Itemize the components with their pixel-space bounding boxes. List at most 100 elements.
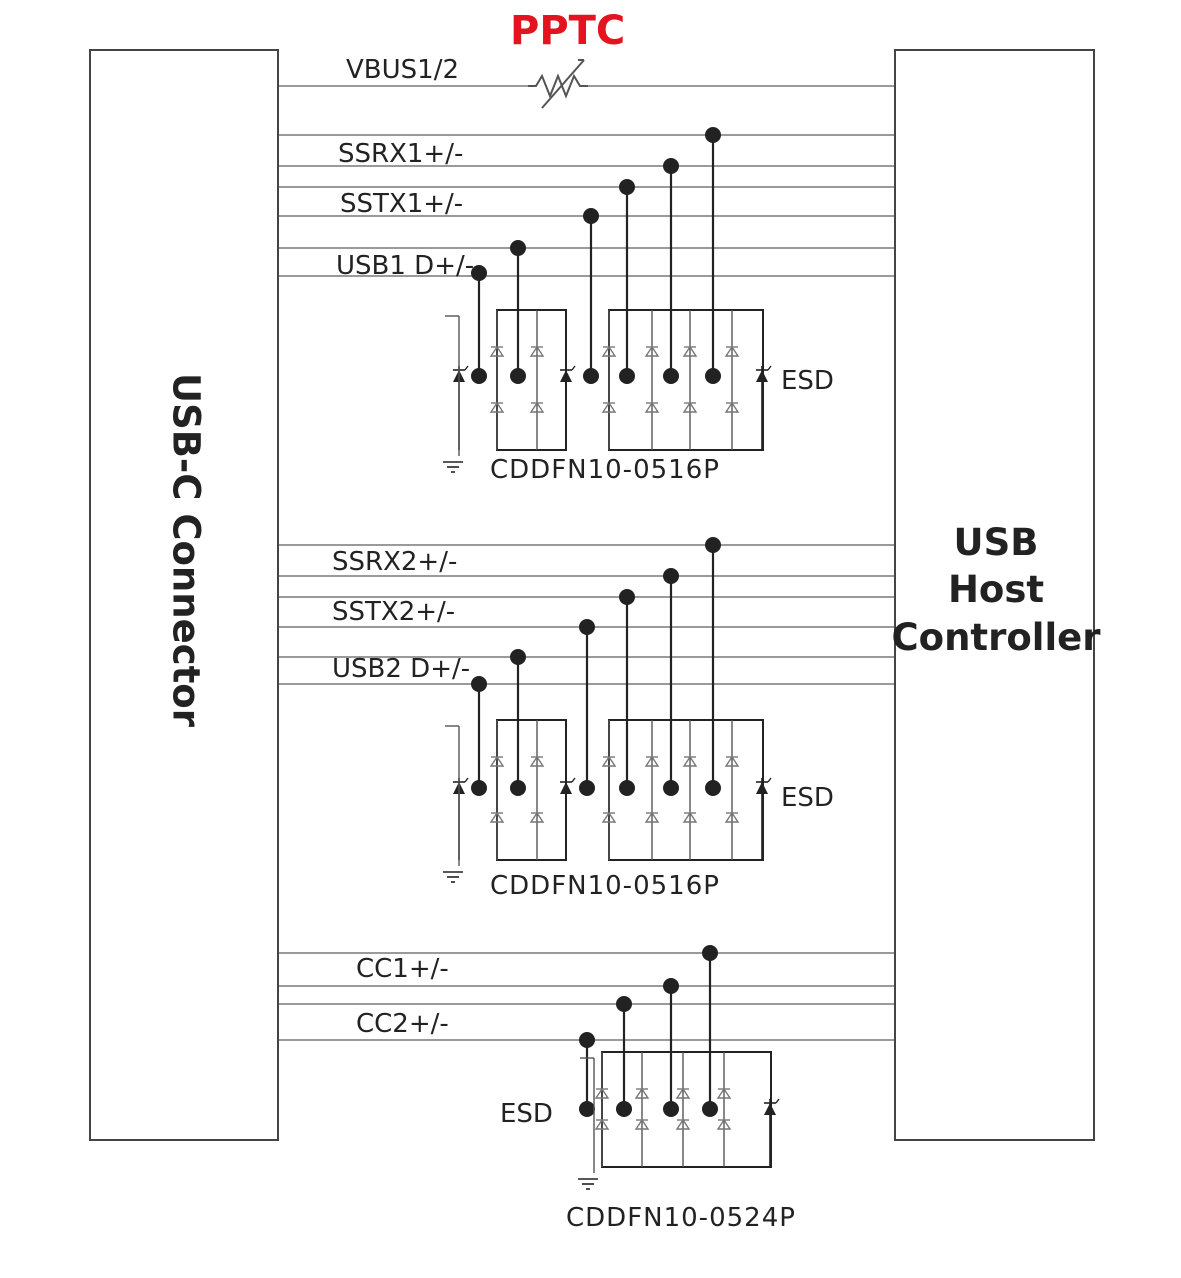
- esd3-node-dot-3: [702, 1101, 718, 1117]
- esd2-diode-top-5: [724, 755, 740, 767]
- esd2-diode-bot-3: [644, 811, 660, 823]
- esd2-tvs-1: [560, 782, 572, 794]
- esd3-node-dot-2: [663, 1101, 679, 1117]
- esd3-tvs-0: [764, 1103, 776, 1115]
- esd2-box-0: [496, 719, 567, 861]
- esd-label-1: ESD: [781, 366, 834, 396]
- esd1-diode-bot-0: [489, 401, 505, 413]
- esd2-diode-bot-5: [724, 811, 740, 823]
- esd2-node-dot-2: [579, 780, 595, 796]
- esd3-diode-bot-0: [594, 1118, 610, 1130]
- esd1-tap-dot-5: [705, 127, 721, 143]
- esd1-tvs-0-tip: [464, 365, 469, 371]
- esd3-node-dot-0: [579, 1101, 595, 1117]
- pptc-label: PPTC: [510, 8, 625, 54]
- esd1-diode-bot-3: [644, 401, 660, 413]
- esd3-tvs-0-tip: [775, 1098, 780, 1104]
- esd2-tap-dot-4: [663, 568, 679, 584]
- esd1-tvs-2: [756, 370, 768, 382]
- esd3-tap-dot-1: [616, 996, 632, 1012]
- esd2-tap-dot-5: [705, 537, 721, 553]
- esd2-diode-top-2: [601, 755, 617, 767]
- esd1-tap-dot-1: [510, 240, 526, 256]
- esd2-diode-top-0: [489, 755, 505, 767]
- esd1-diode-top-2: [601, 345, 617, 357]
- esd2-tap-dot-3: [619, 589, 635, 605]
- esd1-tap-dot-0: [471, 265, 487, 281]
- esd1-node-dot-5: [705, 368, 721, 384]
- esd1-tvs-2-tip: [767, 365, 772, 371]
- ssrx1-label: SSRX1+/-: [338, 139, 463, 169]
- esd2-tap-dot-0: [471, 676, 487, 692]
- usb-c-connector-box: [89, 49, 279, 1141]
- part-number-1: CDDFN10-0516P: [490, 455, 720, 485]
- esd1-tap-dot-4: [663, 158, 679, 174]
- host-label-line-3: Controller: [892, 616, 1102, 659]
- usb1-label: USB1 D+/-: [336, 251, 474, 281]
- cc1-label: CC1+/-: [356, 954, 449, 984]
- esd3-diode-bot-3: [716, 1118, 732, 1130]
- esd3-tap-dot-2: [663, 978, 679, 994]
- esd2-tap-dot-2: [579, 619, 595, 635]
- esd3-tap-dot-0: [579, 1032, 595, 1048]
- esd2-diode-bot-2: [601, 811, 617, 823]
- esd2-node-dot-0: [471, 780, 487, 796]
- esd1-diode-top-0: [489, 345, 505, 357]
- esd2-diode-top-1: [529, 755, 545, 767]
- esd-label-3: ESD: [500, 1099, 553, 1129]
- esd2-tap-dot-1: [510, 649, 526, 665]
- part-number-3: CDDFN10-0524P: [566, 1203, 796, 1233]
- usb2-label: USB2 D+/-: [332, 654, 470, 684]
- esd1-diode-top-4: [682, 345, 698, 357]
- esd1-tap-dot-2: [583, 208, 599, 224]
- esd3-diode-bot-1: [634, 1118, 650, 1130]
- esd1-node-dot-1: [510, 368, 526, 384]
- esd1-diode-top-5: [724, 345, 740, 357]
- esd1-node-dot-3: [619, 368, 635, 384]
- host-label-line-1: USB: [954, 521, 1039, 564]
- esd1-tvs-1-tip: [571, 365, 576, 371]
- esd3-diode-top-3: [716, 1087, 732, 1099]
- esd1-diode-top-1: [529, 345, 545, 357]
- usb-c-connector-label: USB-C Connector: [165, 373, 208, 728]
- esd2-node-dot-4: [663, 780, 679, 796]
- vbus-label: VBUS1/2: [346, 55, 459, 85]
- esd3-node-dot-1: [616, 1101, 632, 1117]
- esd2-diode-bot-0: [489, 811, 505, 823]
- host-label-line-2: Host: [948, 568, 1044, 611]
- esd3-diode-top-2: [675, 1087, 691, 1099]
- esd1-node-dot-0: [471, 368, 487, 384]
- esd-circuits: [443, 127, 780, 1190]
- esd3-diode-bot-2: [675, 1118, 691, 1130]
- esd1-node-dot-2: [583, 368, 599, 384]
- ssrx2-label: SSRX2+/-: [332, 547, 457, 577]
- esd2-tvs-1-tip: [571, 777, 576, 783]
- part-number-2: CDDFN10-0516P: [490, 871, 720, 901]
- usb-host-controller-box: [894, 49, 1095, 1141]
- esd2-tvs-0-tip: [464, 777, 469, 783]
- esd2-tvs-2-tip: [767, 777, 772, 783]
- esd2-node-dot-3: [619, 780, 635, 796]
- esd1-tvs-1: [560, 370, 572, 382]
- cc2-label: CC2+/-: [356, 1009, 449, 1039]
- esd3-tap-dot-3: [702, 945, 718, 961]
- esd2-diode-bot-1: [529, 811, 545, 823]
- sstx2-label: SSTX2+/-: [332, 597, 455, 627]
- esd2-tvs-2: [756, 782, 768, 794]
- esd1-diode-bot-1: [529, 401, 545, 413]
- pptc-resistor: [528, 59, 588, 109]
- esd2-node-dot-1: [510, 780, 526, 796]
- esd1-diode-bot-5: [724, 401, 740, 413]
- esd1-diode-bot-2: [601, 401, 617, 413]
- esd1-box-0: [496, 309, 567, 451]
- sstx1-label: SSTX1+/-: [340, 189, 463, 219]
- esd-label-2: ESD: [781, 783, 834, 813]
- esd2-diode-bot-4: [682, 811, 698, 823]
- esd1-tap-dot-3: [619, 179, 635, 195]
- esd1-node-dot-4: [663, 368, 679, 384]
- esd1-diode-top-3: [644, 345, 660, 357]
- esd2-diode-top-4: [682, 755, 698, 767]
- esd1-diode-bot-4: [682, 401, 698, 413]
